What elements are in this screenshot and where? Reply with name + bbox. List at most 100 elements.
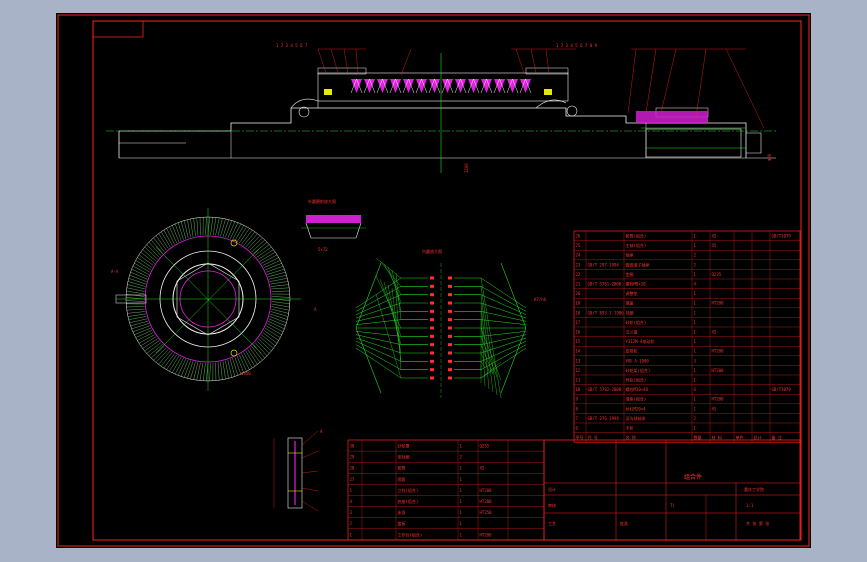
parts-table-cell: 垫圈 [626,271,634,277]
grit-tick [169,355,180,372]
grit-tick [220,361,223,380]
lower-table-frame [347,439,545,541]
grit-tick [190,361,196,380]
fan-line-right [480,302,527,319]
grit-tick [232,223,242,240]
grit-tick [158,350,171,365]
gear-tooth [377,79,388,93]
grit-tick [222,361,226,380]
parts-table-cell: 1 [694,291,697,296]
grit-tick [142,249,157,262]
grit-tick [271,287,290,290]
parts-table-cell: 1 [694,426,697,431]
diag-line [480,344,494,375]
fan-line-right [480,319,527,325]
lower-table-cell: 2 [460,455,463,460]
parts-table-cell: V带 A-1000 [626,358,650,363]
parts-table-cell: 丝杠M20×4 [626,405,647,411]
grit-tick [128,316,147,320]
parts-table-cell: 12 [576,368,581,373]
terminal-left [430,351,434,355]
title-designer: 设计 [548,486,556,492]
parts-table-cell: 1 [694,330,697,335]
side-section-view: A [273,429,323,512]
gear-tooth [403,79,414,93]
title-approve: 批准 [620,520,628,526]
parts-table-cell: GB/T1079 [772,234,792,239]
outer-border [57,14,810,547]
parts-table-cell: 6 [576,426,579,431]
bearing-right [544,89,552,95]
parts-table-cell: 皮带轮 [626,348,638,354]
detail-b-title: 内圆放大图 [422,248,442,254]
grit-tick [267,323,284,333]
terminal-left [430,301,434,305]
parts-table-cell: 1 [694,397,697,402]
grit-tick [249,347,261,363]
grit-tick [212,217,217,236]
fan-line-right [480,311,527,322]
parts-table-cell: GB/T 297-1994 [588,262,620,267]
grit-tick [232,358,239,376]
grit-tick [271,301,290,305]
terminal-right [448,276,452,280]
fan-line-right [480,277,527,309]
grit-tick [263,330,279,341]
diag-line [375,293,402,379]
parts-table-cell: Q235 [712,272,722,277]
lower-table-cell: 5 [350,488,353,493]
grit-tick [227,221,236,239]
grit-tick [268,275,287,280]
gear-tooth [455,79,466,93]
lower-table-cell: 4 [350,499,353,504]
grit-tick [271,306,290,311]
grit-tick [229,222,239,240]
parts-table-cell: 2 [694,253,697,258]
grit-tick [259,336,274,349]
parts-table-cell: HT200 [712,397,725,402]
parts-table-cell: 1 [694,349,697,354]
grit-tick [132,265,149,275]
lower-table-cell: 隔套 [398,476,406,482]
lower-table-cell: 1 [460,444,463,449]
tooth-outline [363,78,376,94]
grit-tick [271,308,289,314]
label-left-end: A [314,307,317,312]
fan-line-left [355,286,402,312]
grit-tick [259,251,276,262]
tooth-outline [415,78,428,94]
grit-tick [251,239,265,253]
fan-line-right [480,337,527,354]
grit-tick [193,362,199,380]
grit-tick [209,362,211,381]
diag-line [395,272,402,320]
lower-table-cell: 3 [350,510,353,515]
terminal-right [448,293,452,297]
shaft-seal [636,111,708,123]
fan-line-right [480,331,527,337]
label-parts-right: 1 2 3 4 5 6 7 8 9 [556,43,598,48]
parts-table-cell: 1 [694,272,697,277]
grit-tick [158,233,169,249]
grit-tick [151,239,163,254]
diag-line [387,284,402,354]
grit-tick [245,233,258,248]
grit-tick [258,249,274,260]
lower-table-cell: 1 [350,532,353,537]
grit-tick [169,226,177,244]
grit-tick [220,218,226,237]
grit-tick [177,358,187,376]
grit-tick [247,235,261,249]
diag-line [395,290,402,370]
bearing-left [324,89,332,95]
grit-tick [267,320,285,330]
parts-table-cell: 24 [576,253,581,258]
gear-tooth [468,79,479,93]
terminal-left [430,318,434,322]
parts-table-cell: 15 [576,339,581,344]
grit-tick [261,334,276,347]
title-checker: 审核 [548,502,556,508]
assembly-section-view: 1 2 3 4 5 6 7 1 2 3 4 5 6 7 8 9 1200 Φ80 [106,43,776,173]
fan-line-right [480,341,527,362]
lower-table-cell: 盖板 [398,520,406,526]
